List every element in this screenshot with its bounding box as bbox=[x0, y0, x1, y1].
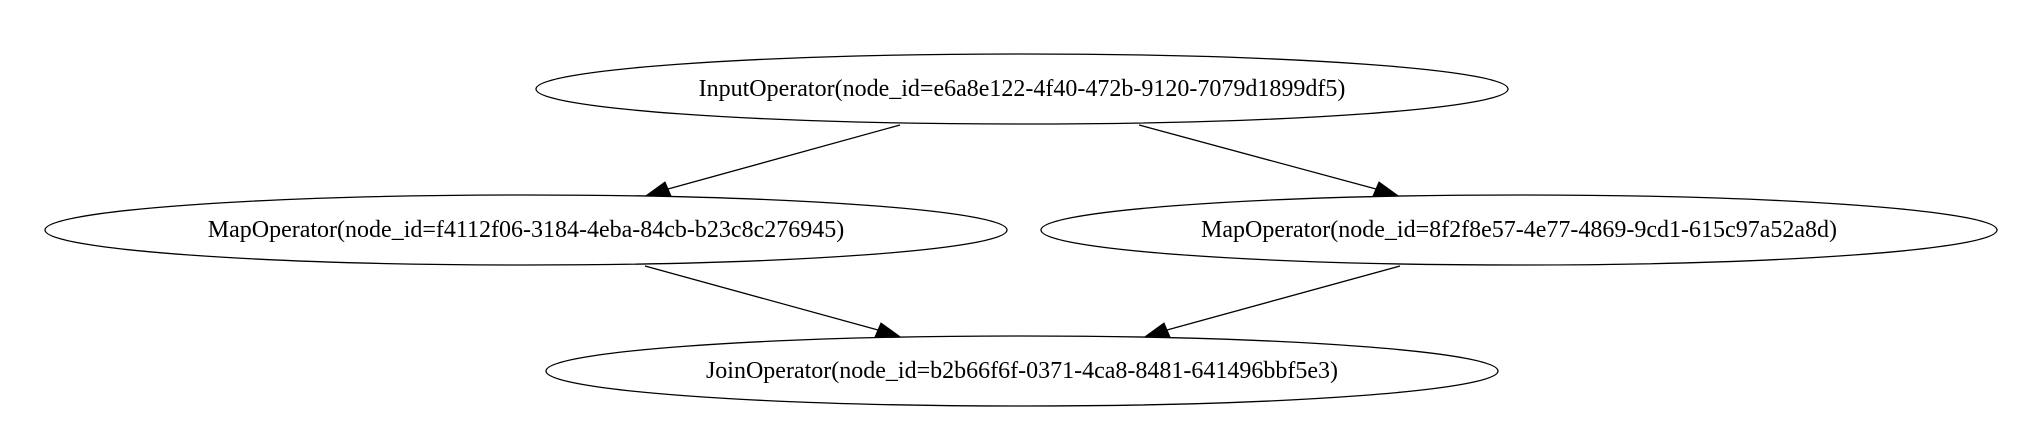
node-map-operator-2: MapOperator(node_id=8f2f8e57-4e77-4869-9… bbox=[1040, 194, 1998, 266]
node-map-operator-1: MapOperator(node_id=f4112f06-3184-4eba-8… bbox=[44, 194, 1008, 266]
edge-map2-to-join bbox=[1144, 265, 1401, 338]
edge-input-to-map1 bbox=[645, 124, 901, 197]
node-label-map-operator-2: MapOperator(node_id=8f2f8e57-4e77-4869-9… bbox=[1201, 217, 1837, 243]
node-join-operator: JoinOperator(node_id=b2b66f6f-0371-4ca8-… bbox=[545, 335, 1499, 407]
edge-input-to-map2 bbox=[1138, 124, 1399, 197]
node-label-join-operator: JoinOperator(node_id=b2b66f6f-0371-4ca8-… bbox=[706, 358, 1338, 384]
edge-map1-to-join bbox=[644, 265, 901, 338]
node-label-input-operator: InputOperator(node_id=e6a8e122-4f40-472b… bbox=[699, 76, 1346, 102]
node-label-map-operator-1: MapOperator(node_id=f4112f06-3184-4eba-8… bbox=[208, 217, 844, 243]
node-input-operator: InputOperator(node_id=e6a8e122-4f40-472b… bbox=[535, 53, 1509, 125]
